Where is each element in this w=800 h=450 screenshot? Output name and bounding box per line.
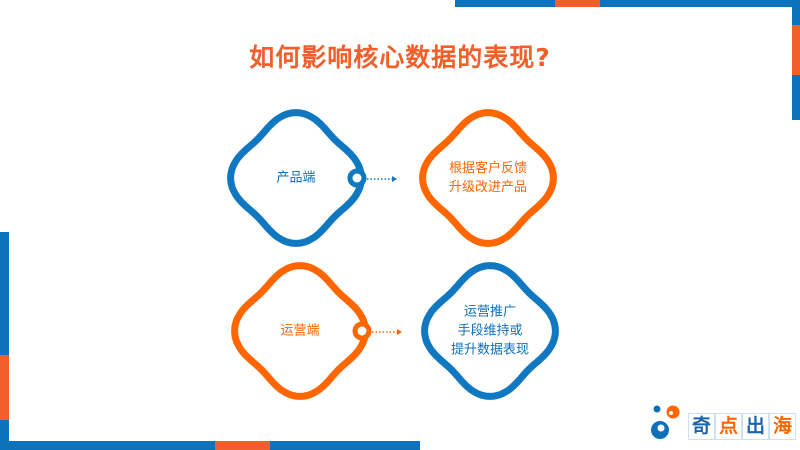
text-line: 手段维持或 — [457, 323, 523, 339]
decor-bottom-strip — [0, 441, 420, 450]
logo-char: 出 — [742, 413, 769, 440]
decor-top-strip — [455, 0, 800, 7]
text-line: 运营推广 — [463, 304, 517, 320]
product-label: 产品端 — [276, 170, 316, 186]
connector-dot — [347, 168, 367, 188]
operation-action-blob — [421, 262, 559, 400]
decor-left-strip — [0, 232, 9, 450]
operation-action-text: 运营推广 手段维持或 提升数据表现 — [451, 303, 529, 360]
connector-dot — [352, 321, 372, 341]
text-line: 提升数据表现 — [450, 342, 530, 358]
logo-char: 点 — [715, 413, 742, 440]
operation-label: 运营端 — [280, 323, 320, 339]
arrow-head-icon — [392, 176, 397, 182]
decor-left-strip-orange — [0, 355, 9, 420]
text-line: 根据客户反馈 — [448, 161, 528, 176]
logo-char: 海 — [769, 413, 796, 440]
logo-text: 奇 点 出 海 — [688, 413, 796, 440]
operation-blob — [231, 262, 369, 400]
decor-bottom-strip-orange — [215, 441, 270, 450]
product-action-text: 根据客户反馈 升级改进产品 — [449, 159, 527, 197]
product-blob — [227, 109, 365, 247]
text-line: 升级改进产品 — [448, 180, 528, 195]
page-title: 如何影响核心数据的表现? — [249, 43, 551, 72]
decor-right-strip-orange — [792, 25, 800, 75]
logo-bubbles-icon — [651, 405, 680, 439]
arrow-head-icon — [397, 329, 402, 335]
brand-logo: 奇 点 出 海 — [648, 402, 796, 442]
product-action-blob — [419, 109, 557, 247]
decor-top-strip-orange — [555, 0, 600, 7]
logo-char: 奇 — [688, 413, 715, 440]
